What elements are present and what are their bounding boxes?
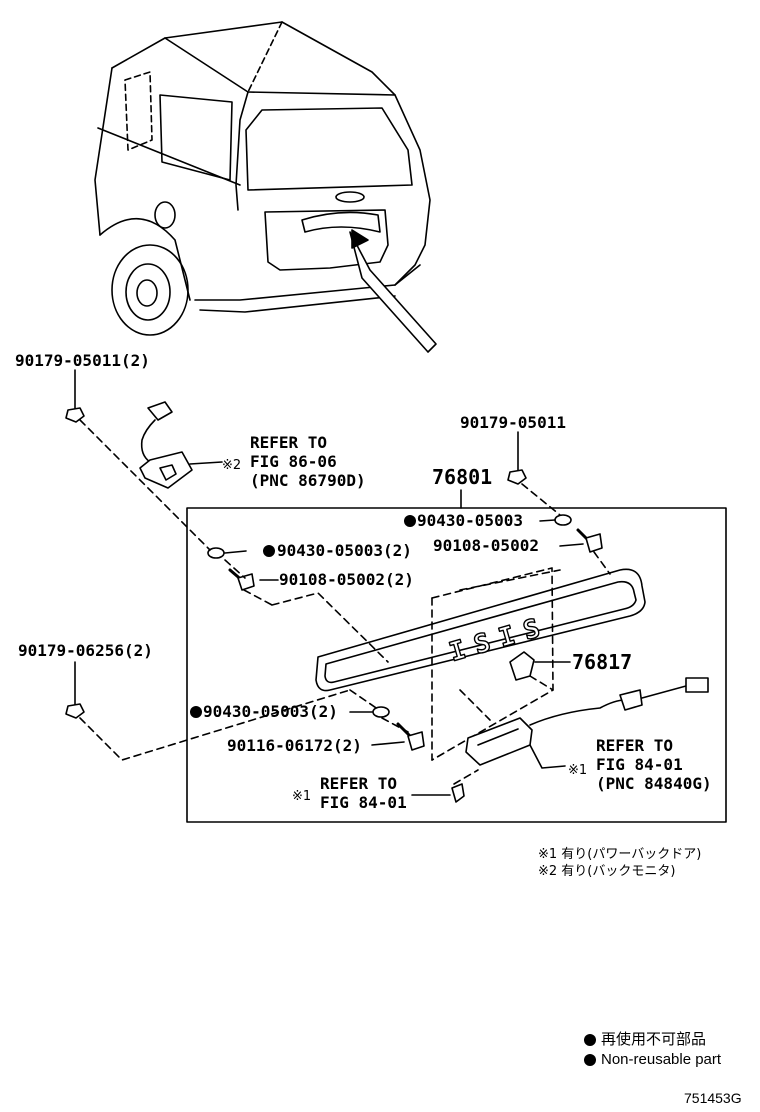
camera-ref-marker: ※2 — [222, 458, 242, 473]
figure-code: 751453G — [684, 1090, 742, 1106]
part-label-90430-05003-2-lower[interactable]: 90430-05003(2) — [203, 702, 338, 721]
camera-ref-line2[interactable]: FIG 86-06 — [250, 452, 337, 471]
camera-part — [139, 401, 223, 489]
vehicle-illustration — [94, 21, 437, 353]
assembly-frame — [186, 507, 727, 823]
legend-dot-en — [584, 1054, 596, 1066]
screw-ref-line2[interactable]: FIG 84-01 — [320, 793, 407, 812]
lamp-ref-marker: ※1 — [568, 763, 588, 778]
lamp-ref-line1[interactable]: REFER TO — [596, 736, 674, 755]
part-label-90430-05003[interactable]: 90430-05003 — [417, 511, 523, 530]
screw-ref-marker: ※1 — [292, 789, 312, 804]
part-label-90179-05011-2[interactable]: 90179-05011(2) — [15, 351, 150, 370]
lamp-ref-line3[interactable]: (PNC 84840G) — [596, 774, 712, 793]
part-label-90108-05002-2[interactable]: 90108-05002(2) — [279, 570, 414, 589]
non-reusable-dot — [404, 515, 416, 527]
screw-ref-line1[interactable]: REFER TO — [320, 774, 398, 793]
camera-ref-line1[interactable]: REFER TO — [250, 433, 328, 452]
part-label-90179-06256-2[interactable]: 90179-06256(2) — [18, 641, 153, 660]
fasteners — [65, 407, 603, 803]
emblem-text: ISIS — [446, 611, 553, 668]
note-2: ※2 有り(バックモニタ) — [538, 864, 676, 879]
part-label-90108-05002[interactable]: 90108-05002 — [433, 536, 539, 555]
leader-lines — [74, 369, 584, 796]
license-lamp-part — [465, 677, 709, 769]
legend-dot-jp — [584, 1034, 596, 1046]
part-label-90116-06172-2[interactable]: 90116-06172(2) — [227, 736, 362, 755]
non-reusable-dot — [190, 706, 202, 718]
legend-en: Non-reusable part — [601, 1051, 722, 1068]
part-label-90179-05011[interactable]: 90179-05011 — [460, 413, 566, 432]
part-label-90430-05003-2[interactable]: 90430-05003(2) — [277, 541, 412, 560]
camera-ref-line3[interactable]: (PNC 86790D) — [250, 471, 366, 490]
legend-jp: 再使用不可部品 — [601, 1031, 707, 1048]
part-label-76801[interactable]: 76801 — [432, 465, 493, 489]
lamp-ref-line2[interactable]: FIG 84-01 — [596, 755, 683, 774]
assembly-dashed-lines — [79, 419, 611, 785]
note-1: ※1 有り(パワーバックドア) — [538, 847, 702, 862]
non-reusable-dot — [263, 545, 275, 557]
part-label-76817[interactable]: 76817 — [572, 650, 633, 674]
